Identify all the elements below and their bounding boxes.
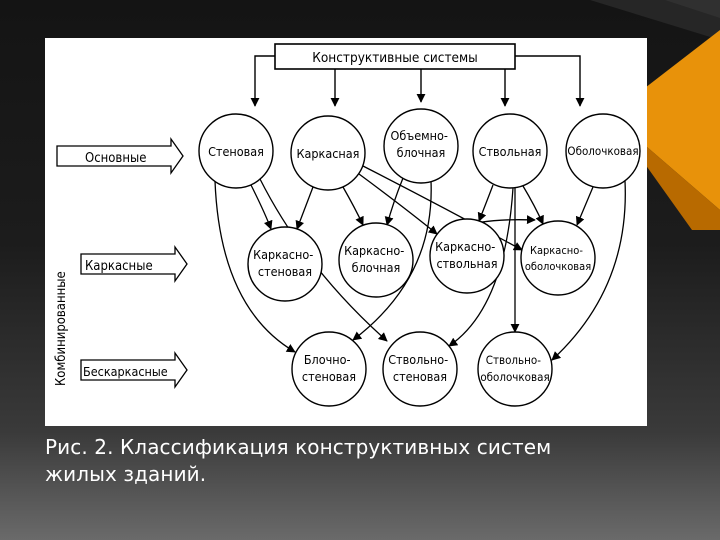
connector-obemno-blochnaya-to-karkasno-blochnaya bbox=[384, 177, 404, 226]
node-karkasno-stvolnaya-line2: ствольная bbox=[436, 256, 497, 271]
classification-diagram: Конструктивные системы Комбинированные О… bbox=[54, 43, 641, 407]
node-blochno-stenovaya-line1: Блочно- bbox=[304, 352, 351, 367]
node-karkasno-stvolnaya-line1: Каркасно- bbox=[435, 239, 495, 254]
svg-text:Каркасно- ствольная: Каркасно- ствольная bbox=[435, 239, 499, 271]
svg-text:Каркасно- блочная: Каркасно- блочная bbox=[344, 243, 408, 275]
node-karkasno-obolochkovaya-line2: оболочковая bbox=[525, 260, 591, 273]
connector-stvolnaya-to-karkasno-stvolnaya bbox=[477, 184, 494, 222]
title-connectors bbox=[250, 55, 585, 107]
svg-text:Оболочковая: Оболочковая bbox=[567, 144, 638, 158]
side-label-combined: Комбинированные bbox=[54, 271, 69, 386]
node-stvolno-stenovaya-line2: стеновая bbox=[393, 369, 447, 384]
diagram-panel: Конструктивные системы Комбинированные О… bbox=[45, 38, 647, 426]
svg-text:Каркасно- оболочкова: Каркасно- оболочковая bbox=[525, 244, 591, 273]
row-label-frame: Каркасные bbox=[80, 244, 188, 284]
diagram-title: Конструктивные системы bbox=[312, 50, 478, 66]
figure-caption-line1: Рис. 2. Классификация конструктивных сис… bbox=[45, 435, 552, 459]
node-stvolno-stenovaya: Ствольно- стеновая bbox=[382, 331, 458, 407]
node-karkasno-obolochkovaya-line1: Каркасно- bbox=[530, 244, 583, 257]
node-stvolno-obolochkovaya-line1: Ствольно- bbox=[486, 353, 541, 367]
connector-stvolnaya-to-stvolno-stenovaya bbox=[448, 187, 514, 347]
row-label-frameless-text: Бескаркасные bbox=[83, 364, 168, 379]
row-label-basic: Основные bbox=[56, 136, 184, 176]
connector-karkasnaya-to-karkasno-obolochkovaya bbox=[362, 165, 523, 251]
node-obolochkovaya-label: Оболочковая bbox=[567, 144, 638, 158]
node-karkasno-blochnaya-line2: блочная bbox=[352, 260, 401, 275]
node-stvolno-obolochkovaya-line2: оболочковая bbox=[480, 370, 549, 384]
svg-text:Блочно- стеновая: Блочно- стеновая bbox=[302, 352, 356, 384]
row-label-frame-text: Каркасные bbox=[85, 259, 153, 274]
connector-obolochkovaya-to-karkasno-obolochkovaya bbox=[575, 186, 594, 226]
connector-stenovaya-to-blochno-stenovaya bbox=[214, 180, 296, 353]
svg-text:Ствольно- оболочкова: Ствольно- оболочковая bbox=[480, 353, 549, 384]
node-stvolnaya: Ствольная bbox=[472, 113, 548, 189]
node-karkasnaya: Каркасная bbox=[290, 115, 366, 191]
node-obemno-blochnaya-line2: блочная bbox=[397, 145, 446, 160]
figure-caption: Рис. 2. Классификация конструктивных сис… bbox=[45, 434, 665, 488]
node-karkasno-stenovaya-line1: Каркасно- bbox=[253, 247, 313, 262]
node-stenovaya-label: Стеновая bbox=[208, 144, 264, 159]
row-label-frameless: Бескаркасные bbox=[80, 350, 188, 390]
node-obolochkovaya: Оболочковая bbox=[565, 113, 641, 189]
svg-text:Ствольная: Ствольная bbox=[479, 144, 542, 159]
node-karkasno-stenovaya-line2: стеновая bbox=[258, 264, 312, 279]
node-obemno-blochnaya: Объемно- блочная bbox=[383, 108, 459, 184]
connector-obemno-blochnaya-to-blochno-stenovaya bbox=[352, 180, 432, 341]
node-obemno-blochnaya-line1: Объемно- bbox=[390, 128, 447, 143]
connector-obolochkovaya-to-stvolno-obolochkovaya bbox=[551, 180, 626, 361]
node-stvolno-obolochkovaya: Ствольно- оболочковая bbox=[477, 331, 553, 407]
svg-text:Стеновая: Стеновая bbox=[208, 144, 264, 159]
node-karkasnaya-label: Каркасная bbox=[297, 146, 360, 161]
connector-karkasnaya-to-karkasno-stvolnaya bbox=[358, 173, 438, 235]
node-karkasno-stvolnaya: Каркасно- ствольная bbox=[429, 218, 505, 294]
title-box bbox=[274, 43, 516, 70]
node-karkasno-blochnaya-line1: Каркасно- bbox=[344, 243, 404, 258]
node-blochno-stenovaya-line2: стеновая bbox=[302, 369, 356, 384]
connector-stvolnaya-to-karkasno-obolochkovaya bbox=[522, 185, 544, 225]
svg-text:Ствольно- стеновая: Ствольно- стеновая bbox=[388, 352, 452, 384]
node-blochno-stenovaya: Блочно- стеновая bbox=[291, 331, 367, 407]
node-stenovaya: Стеновая bbox=[198, 113, 274, 189]
svg-text:Каркасно- стеновая: Каркасно- стеновая bbox=[253, 247, 317, 279]
connector-stenovaya-to-karkasno-stenovaya bbox=[250, 184, 273, 230]
row-label-basic-text: Основные bbox=[85, 151, 146, 166]
node-karkasno-stenovaya: Каркасно- стеновая bbox=[247, 226, 323, 302]
node-karkasno-obolochkovaya: Каркасно- оболочковая bbox=[520, 220, 596, 296]
connector-karkasnaya-to-karkasno-blochnaya bbox=[342, 186, 364, 226]
node-stvolnaya-label: Ствольная bbox=[479, 144, 542, 159]
svg-text:Каркасная: Каркасная bbox=[297, 146, 360, 161]
figure-caption-line2: жилых зданий. bbox=[45, 462, 207, 486]
svg-text:Объемно- блочная: Объемно- блочная bbox=[390, 128, 451, 160]
node-stvolno-stenovaya-line1: Ствольно- bbox=[388, 352, 448, 367]
node-karkasno-blochnaya: Каркасно- блочная bbox=[338, 222, 414, 298]
connector-karkasnaya-to-karkasno-stenovaya bbox=[295, 186, 314, 230]
orange-chevron-icon bbox=[610, 30, 720, 210]
